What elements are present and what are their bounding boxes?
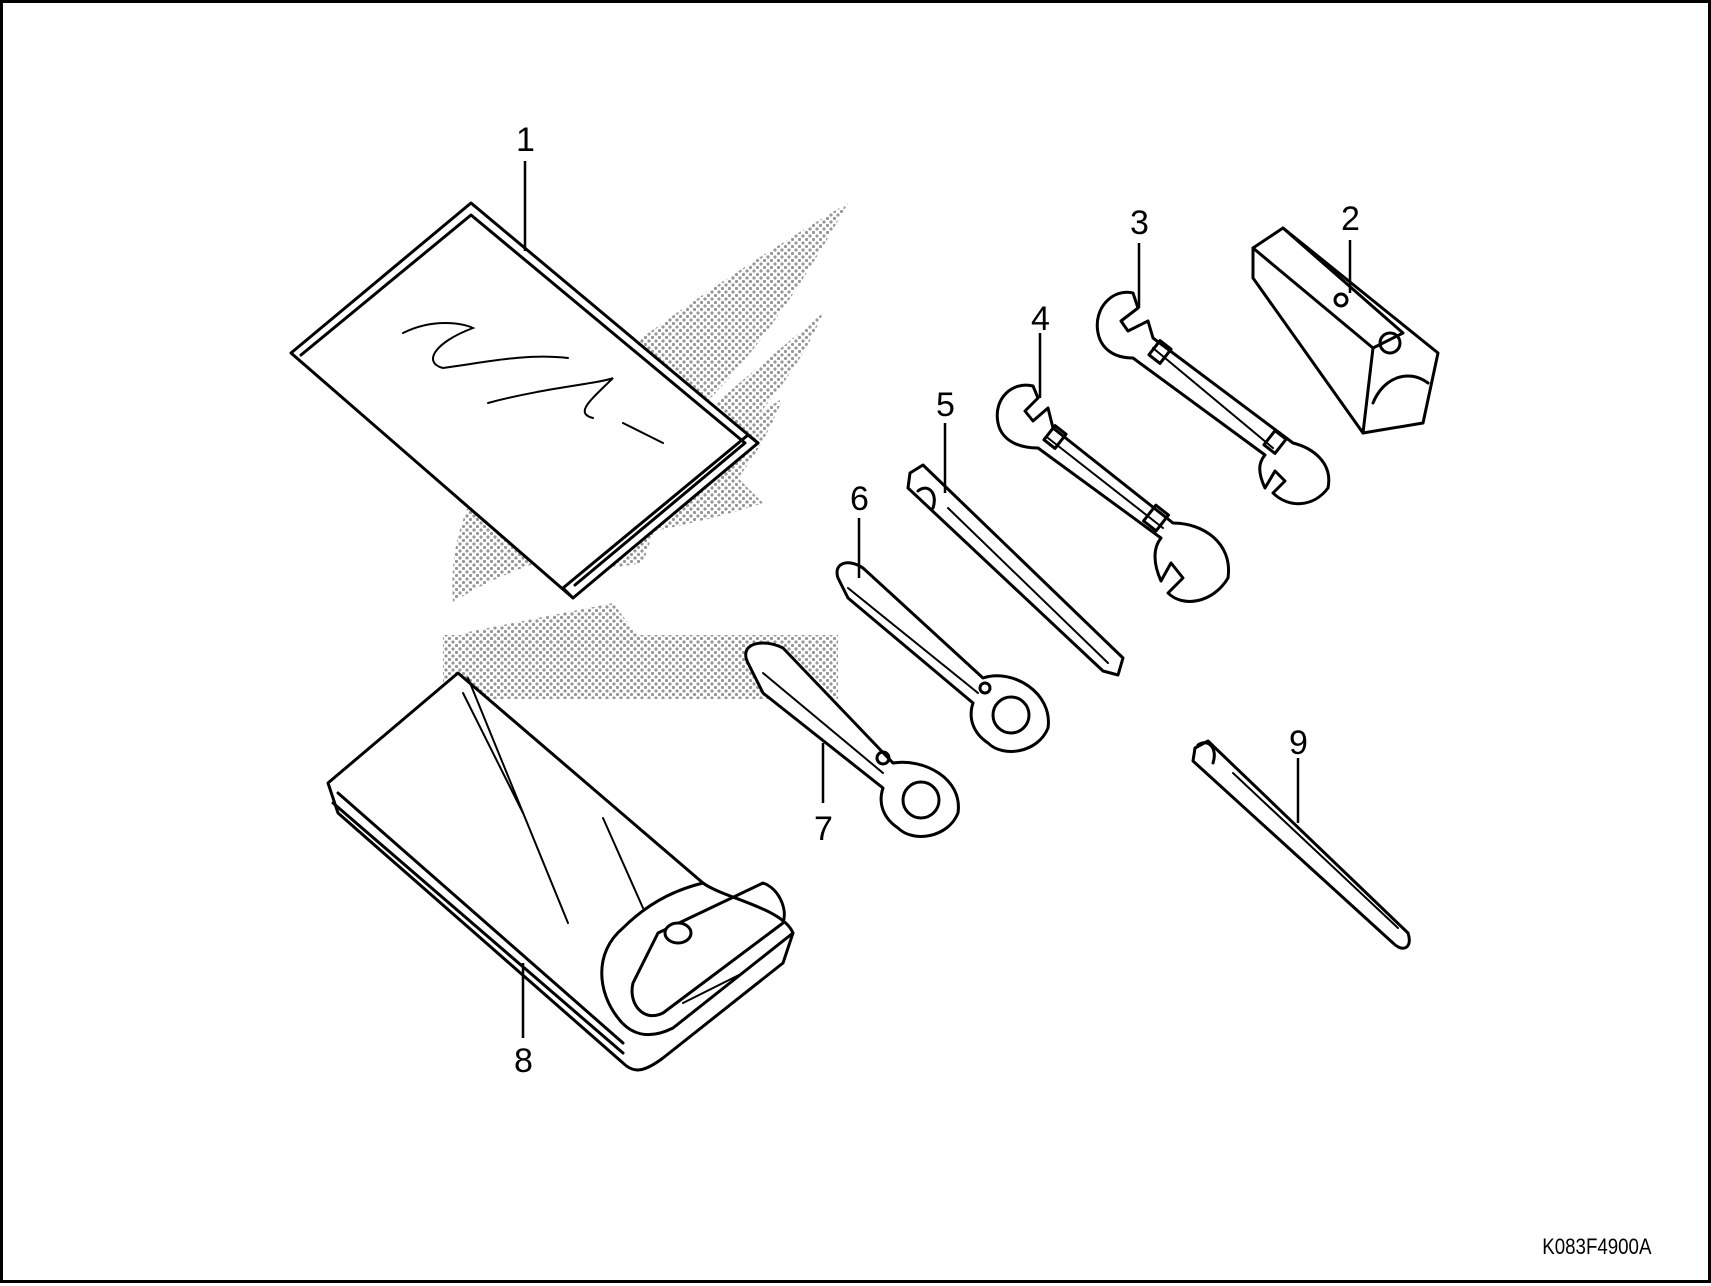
part-5-screwdriver — [906, 463, 1125, 677]
part-6-ring-spanner — [835, 561, 1050, 753]
part-7-ring-spanner — [744, 641, 960, 838]
drawing-code: K083F4900A — [1541, 1234, 1651, 1259]
part-1-manual-bag — [289, 201, 760, 600]
callout-1: 1 — [516, 121, 535, 159]
callout-4: 4 — [1031, 300, 1050, 338]
part-2-socket-wrench — [1251, 226, 1440, 435]
part-4-open-end-wrench — [995, 383, 1231, 603]
callout-7: 7 — [814, 810, 833, 848]
callout-3: 3 — [1130, 204, 1149, 242]
part-8-tool-pouch — [326, 671, 795, 1072]
diagram-drawing — [289, 161, 1440, 1072]
callout-2: 2 — [1341, 200, 1360, 238]
callout-5: 5 — [936, 386, 955, 424]
callout-9: 9 — [1289, 724, 1308, 762]
part-3-open-end-wrench — [1095, 290, 1331, 506]
callout-8: 8 — [514, 1042, 533, 1080]
callout-6: 6 — [850, 480, 869, 518]
part-9-screwdriver — [1191, 739, 1411, 950]
callout-leaders — [521, 161, 1352, 1038]
